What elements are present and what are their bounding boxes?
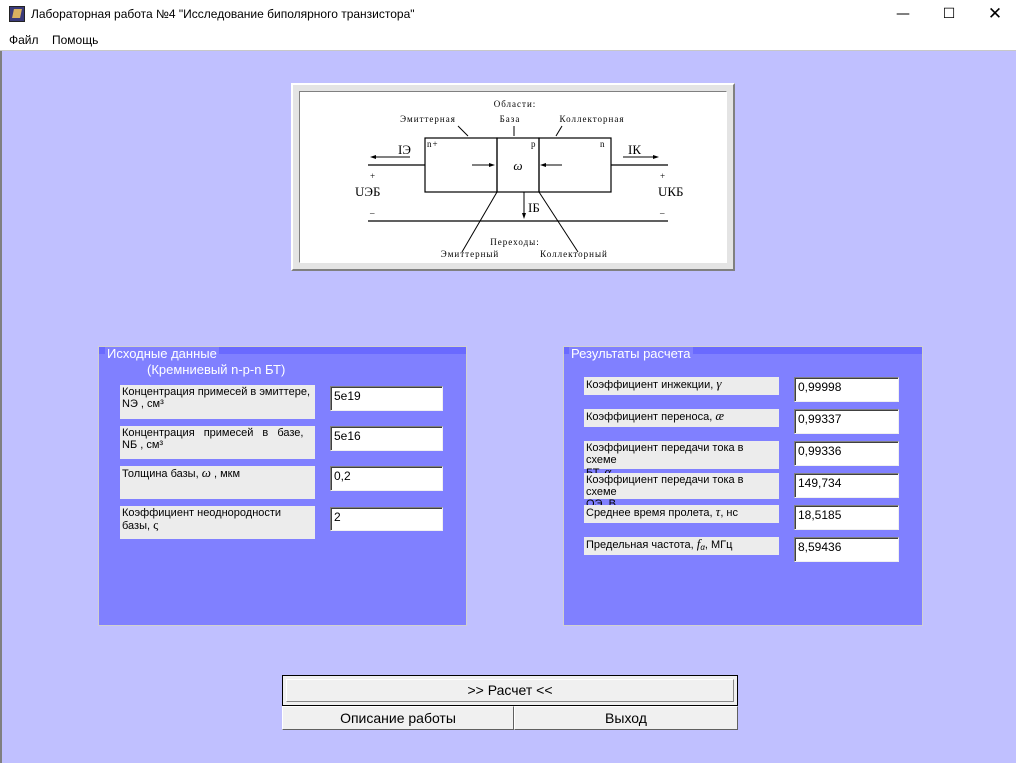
transit-time-label: Среднее время пролета, τ, нс: [584, 505, 779, 523]
base-width-field[interactable]: 0,2: [330, 466, 443, 491]
minimize-button[interactable]: —: [896, 6, 910, 22]
transistor-diagram-svg: Области: Эмиттерная База Коллекторная n+…: [355, 99, 684, 259]
regions-title: Области:: [494, 99, 537, 109]
calculate-button[interactable]: >> Расчет <<: [282, 675, 738, 706]
menu-help[interactable]: Помощь: [52, 33, 99, 47]
emitter-concentration-label: Концентрация примесей в эмиттере, NЭ , с…: [120, 385, 315, 419]
collector-junction-label: Коллекторный: [540, 249, 608, 259]
svg-text:UЭБ: UЭБ: [355, 184, 380, 199]
svg-text:+: +: [370, 171, 376, 181]
window-title: Лабораторная работа №4 "Исследование бип…: [31, 7, 415, 21]
description-button[interactable]: Описание работы: [282, 706, 514, 730]
title-bar: Лабораторная работа №4 "Исследование бип…: [0, 0, 1016, 30]
svg-text:+: +: [660, 171, 666, 181]
menu-bar: Файл Помощь: [0, 30, 1016, 51]
svg-text:IБ: IБ: [528, 200, 540, 215]
beta-label: Коэффициент передачи тока в схеме ОЭ, B: [584, 473, 779, 510]
svg-text:n+: n+: [427, 139, 439, 149]
svg-text:ω: ω: [513, 158, 522, 173]
junctions-title: Переходы:: [490, 237, 539, 247]
svg-text:–: –: [369, 208, 376, 218]
injection-field[interactable]: 0,99998: [794, 377, 899, 402]
cutoff-frequency-field[interactable]: 8,59436: [794, 537, 899, 562]
base-concentration-field[interactable]: 5e16: [330, 426, 443, 451]
base-width-label: Толщина базы, ω , мкм: [120, 466, 315, 499]
cutoff-frequency-label: Предельная частота, fα, МГц: [584, 537, 779, 555]
transit-time-field[interactable]: 18,5185: [794, 505, 899, 530]
nonuniformity-field[interactable]: 2: [330, 507, 443, 531]
svg-text:n: n: [600, 139, 606, 149]
menu-file[interactable]: Файл: [9, 33, 39, 47]
svg-text:IК: IК: [628, 142, 641, 157]
emitter-region-label: Эмиттерная: [400, 114, 456, 124]
alpha-field[interactable]: 0,99336: [794, 441, 899, 466]
app-icon[interactable]: [9, 6, 25, 22]
transfer-label: Коэффициент переноса, æ: [584, 409, 779, 427]
emitter-junction-label: Эмиттерный: [441, 249, 500, 259]
transistor-diagram: Области: Эмиттерная База Коллекторная n+…: [291, 83, 735, 271]
base-region-label: База: [500, 114, 521, 124]
base-concentration-label: Концентрация примесей в базе, NБ , см³: [120, 426, 315, 459]
transfer-field[interactable]: 0,99337: [794, 409, 899, 434]
svg-text:–: –: [659, 208, 666, 218]
close-button[interactable]: ✕: [987, 4, 1003, 24]
svg-text:UКБ: UКБ: [658, 184, 684, 199]
results-group-title: Результаты расчета: [569, 346, 693, 361]
nonuniformity-label: Коэффициент неоднородности базы, ς: [120, 506, 315, 539]
emitter-concentration-field[interactable]: 5e19: [330, 386, 443, 411]
beta-field[interactable]: 149,734: [794, 473, 899, 498]
svg-text:p: p: [531, 139, 537, 149]
maximize-button[interactable]: ☐: [942, 6, 956, 22]
input-group-title: Исходные данные: [105, 346, 219, 361]
input-group-subtitle: (Кремниевый n-p-n БТ): [147, 362, 286, 377]
svg-text:IЭ: IЭ: [398, 142, 411, 157]
injection-label: Коэффициент инжекции, γ: [584, 377, 779, 395]
alpha-label: Коэффициент передачи тока в схеме БТ, α: [584, 441, 779, 479]
collector-region-label: Коллекторная: [560, 114, 625, 124]
exit-button[interactable]: Выход: [514, 706, 738, 730]
